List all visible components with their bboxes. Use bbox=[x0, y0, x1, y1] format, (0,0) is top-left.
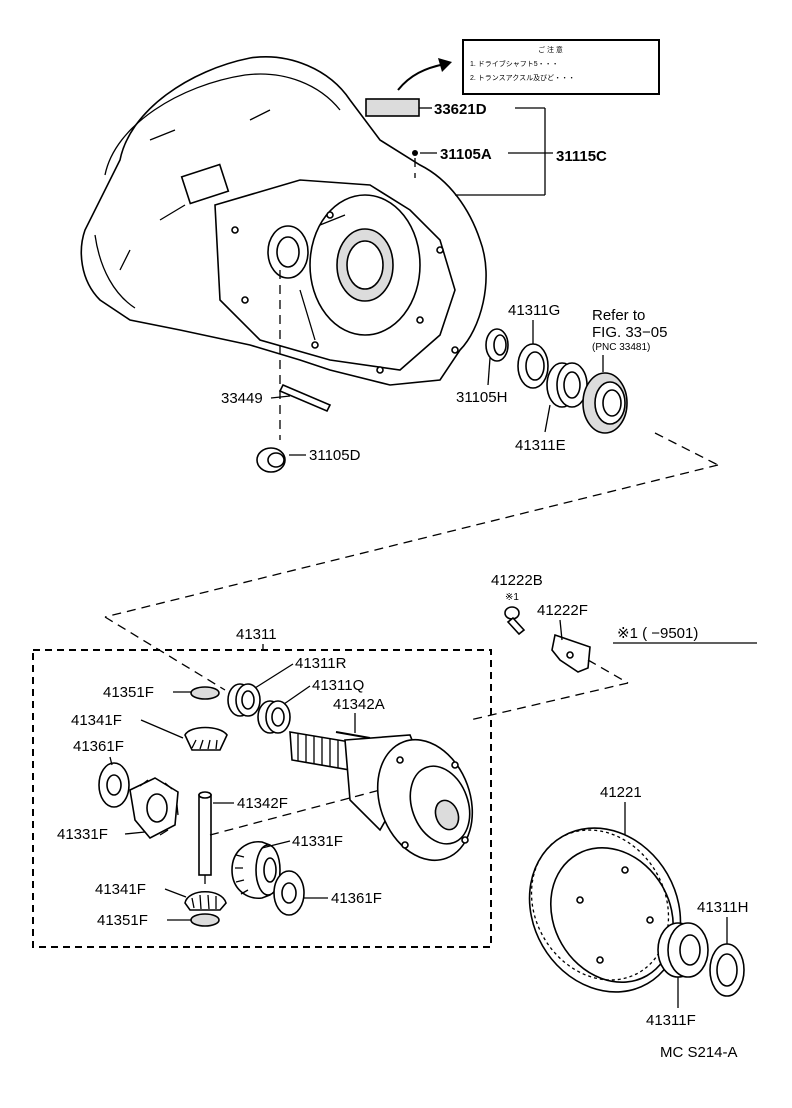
pin-33449 bbox=[278, 383, 332, 413]
callout-41311: 41311 bbox=[236, 626, 277, 643]
callout-31115C: 31115C bbox=[556, 148, 607, 165]
callout-41341F-bottom: 41341F bbox=[95, 881, 146, 898]
curved-arrow-head bbox=[438, 58, 452, 72]
label-plate-33621D bbox=[365, 98, 420, 117]
plate-41222F bbox=[551, 633, 591, 673]
callout-41361F-right: 41361F bbox=[331, 890, 382, 907]
pin-41342A bbox=[335, 731, 371, 739]
callout-41341F-top: 41341F bbox=[71, 712, 122, 729]
seal-31105D bbox=[256, 447, 286, 473]
washer-41361F-right bbox=[273, 870, 305, 916]
callout-41342F: 41342F bbox=[237, 795, 288, 812]
plug-31105A bbox=[412, 150, 418, 156]
callout-41311R: 41311R bbox=[295, 655, 347, 672]
pinion-41341F-top bbox=[184, 726, 228, 751]
washer-41361F-left bbox=[98, 762, 130, 808]
applicability-range: ※1 ( −9501) bbox=[617, 625, 698, 642]
callout-41311F: 41311F bbox=[646, 1012, 696, 1029]
ring-gear-41221 bbox=[528, 827, 682, 993]
callout-41311Q: 41311Q bbox=[312, 677, 364, 694]
washer-41351F-bottom bbox=[190, 913, 220, 927]
callout-31105D: 31105D bbox=[309, 447, 361, 464]
side-gear-41331F-right bbox=[231, 841, 281, 899]
shim-41311G bbox=[517, 343, 549, 389]
washer-41351F-top bbox=[190, 686, 220, 700]
callout-41351F-top: 41351F bbox=[103, 684, 154, 701]
reference-line2: FIG. 33−05 bbox=[592, 324, 667, 341]
caution-label: ご 注 意 1. ドライブシャフト5・・・ 2. トランスアクスル及びど・・・ bbox=[462, 39, 660, 95]
callout-31105H: 31105H bbox=[456, 389, 507, 406]
caution-label-title: ご 注 意 bbox=[538, 45, 563, 54]
pinion-shaft-41342F bbox=[198, 791, 212, 876]
callout-41342A: 41342A bbox=[333, 696, 385, 713]
side-gear-41331F-left bbox=[129, 777, 179, 840]
callout-33449: 33449 bbox=[221, 390, 263, 407]
callout-41361F-left: 41361F bbox=[73, 738, 124, 755]
bolt-41222B bbox=[504, 606, 526, 636]
callout-41331F-left: 41331F bbox=[57, 826, 108, 843]
bearing-41311E bbox=[546, 362, 588, 408]
callout-41222B: 41222B bbox=[491, 572, 543, 589]
curved-arrow bbox=[397, 63, 446, 91]
callout-41311H: 41311H bbox=[697, 899, 748, 916]
callout-41351F-bottom: 41351F bbox=[97, 912, 148, 929]
callout-41311G: 41311G bbox=[508, 302, 560, 319]
bearing-41311R bbox=[227, 683, 261, 717]
figure-code: MC S214-A bbox=[660, 1044, 738, 1061]
reference-line3: (PNC 33481) bbox=[592, 342, 650, 353]
callout-31105A: 31105A bbox=[440, 146, 492, 163]
caution-label-line1: 1. ドライブシャフト5・・・ bbox=[470, 59, 559, 68]
callout-41311E: 41311E bbox=[515, 437, 566, 454]
caution-label-line2: 2. トランスアクスル及びど・・・ bbox=[470, 74, 575, 82]
callout-41221: 41221 bbox=[600, 784, 642, 801]
seal-ref-33481 bbox=[582, 372, 628, 434]
callout-33621D: 33621D bbox=[434, 101, 487, 118]
differential-case bbox=[289, 731, 474, 862]
pinion-41341F-bottom bbox=[184, 891, 227, 911]
transaxle-case bbox=[80, 56, 487, 386]
callout-41331F-right: 41331F bbox=[292, 833, 343, 850]
bearing-41311F bbox=[657, 922, 709, 978]
bearing-41311Q bbox=[257, 700, 291, 734]
callout-41222F: 41222F bbox=[537, 602, 588, 619]
seal-31105H bbox=[485, 328, 509, 362]
assembly-41311-box bbox=[32, 649, 492, 948]
marker-1: ※1 bbox=[505, 592, 519, 603]
reference-line1: Refer to bbox=[592, 307, 645, 324]
shim-41311H bbox=[709, 943, 745, 997]
